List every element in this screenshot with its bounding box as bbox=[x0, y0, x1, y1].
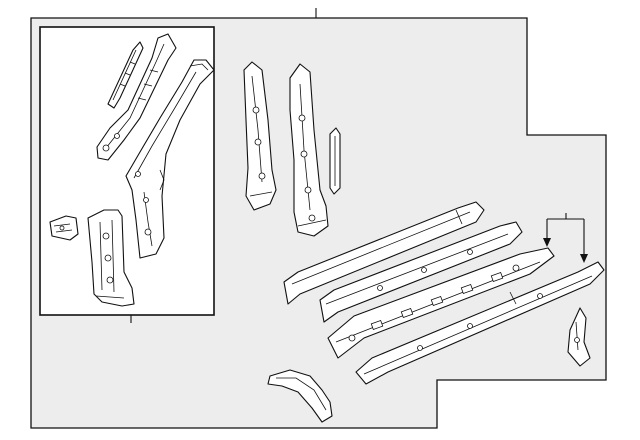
part-a-pillar-inner bbox=[96, 33, 177, 161]
part-center-pillar-left bbox=[243, 61, 277, 211]
part-small-bracket bbox=[49, 215, 79, 241]
part-wheelhouse-arch bbox=[267, 369, 333, 423]
part-rocker-inner-upper bbox=[319, 221, 523, 323]
part-upper-pillar-small bbox=[107, 41, 144, 109]
part-rocker-inner-lower bbox=[355, 261, 605, 385]
part-center-pillar-right bbox=[289, 63, 329, 237]
part-narrow-reinforcement bbox=[329, 127, 341, 195]
callout-rails bbox=[543, 213, 588, 263]
part-rocker-outer bbox=[283, 201, 485, 305]
part-rocker-reinforcement bbox=[327, 247, 555, 359]
part-b-pillar-lower bbox=[87, 209, 135, 307]
part-side-bracket bbox=[567, 307, 591, 367]
arrow-down-icon bbox=[580, 254, 588, 263]
part-pillar-long bbox=[125, 59, 215, 259]
arrow-down-icon bbox=[543, 238, 551, 247]
